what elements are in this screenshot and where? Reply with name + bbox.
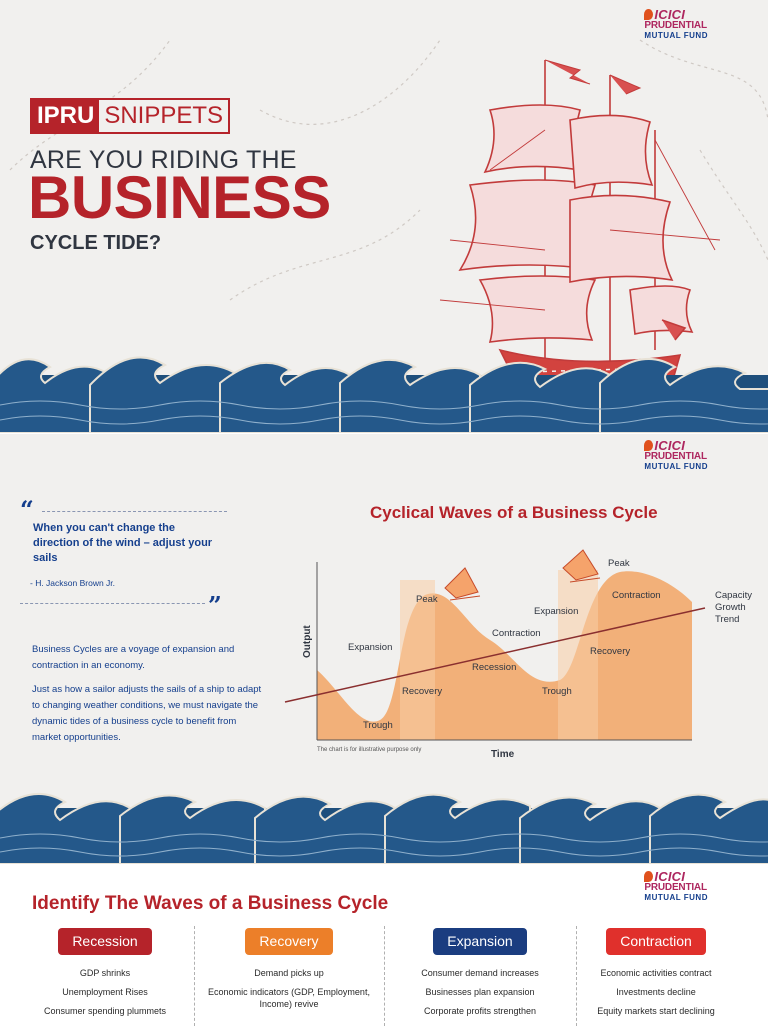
- phase-tag-expansion: Expansion: [433, 928, 527, 955]
- list-item: Unemployment Rises: [62, 987, 148, 997]
- capacity-trend-line: [284, 607, 706, 703]
- label-recovery-2: Recovery: [590, 646, 630, 657]
- brand-line3: MUTUAL FUND: [644, 462, 708, 471]
- chart-title: Cyclical Waves of a Business Cycle: [370, 503, 658, 522]
- label-contraction-1: Contraction: [492, 628, 541, 639]
- close-quote-icon: ”: [208, 591, 222, 620]
- phase-points-recession: GDP shrinks Unemployment Rises Consumer …: [15, 967, 195, 1017]
- badge-left: IPRU: [32, 100, 100, 132]
- business-cycle-chart: Expansion Peak Contraction Recession Rec…: [284, 549, 706, 760]
- quote-divider-top: [42, 511, 227, 512]
- brand-line1: ICICI: [654, 869, 686, 884]
- list-item: Consumer demand increases: [421, 968, 539, 978]
- label-contraction-2: Contraction: [612, 590, 661, 601]
- phase-card-contraction: Contraction Economic activities contract…: [566, 928, 746, 1024]
- cover-heading-line1: ARE YOU RIDING THE: [30, 146, 297, 174]
- list-item: Consumer spending plummets: [43, 1006, 167, 1016]
- phase-points-recovery: Demand picks up Economic indicators (GDP…: [199, 967, 379, 1010]
- ocean-waves-illustration: [0, 356, 768, 433]
- phase-tag-contraction: Contraction: [606, 928, 706, 955]
- sailing-ship-illustration: [439, 59, 721, 396]
- column-divider: [194, 926, 195, 1026]
- list-item: Equity markets start declining: [597, 1006, 715, 1016]
- brand-line2: PRUDENTIAL: [644, 20, 707, 31]
- label-trough-1: Trough: [363, 720, 393, 731]
- list-item: Economic indicators (GDP, Employment, In…: [208, 987, 370, 1009]
- brand-line2: PRUDENTIAL: [644, 882, 707, 893]
- list-item: Businesses plan expansion: [425, 987, 535, 997]
- small-ship-icon: [444, 567, 481, 601]
- peak-band: [400, 580, 435, 740]
- icici-mark-icon: [644, 440, 654, 451]
- phase-tag-recession: Recession: [58, 928, 152, 955]
- brand-line2: PRUDENTIAL: [644, 451, 707, 462]
- column-divider: [384, 926, 385, 1026]
- list-item: Economic activities contract: [600, 968, 712, 978]
- brand-logo: ICICI PRUDENTIAL MUTUAL FUND: [644, 8, 708, 40]
- open-quote-icon: “: [20, 495, 34, 524]
- brand-logo: ICICI PRUDENTIAL MUTUAL FUND: [644, 439, 708, 471]
- brand-line3: MUTUAL FUND: [644, 893, 708, 902]
- quote-author: - H. Jackson Brown Jr.: [30, 578, 116, 588]
- trend-label: Capacity Growth Trend: [715, 590, 752, 625]
- brand-line1: ICICI: [654, 438, 686, 453]
- icici-mark-icon: [644, 871, 654, 882]
- brand-logo: ICICI PRUDENTIAL MUTUAL FUND: [644, 870, 708, 902]
- cover-heading-main: BUSINESS: [28, 164, 331, 231]
- quote-text: When you can't change the direction of t…: [33, 522, 213, 564]
- label-expansion-2: Expansion: [534, 606, 578, 617]
- list-item: Investments decline: [616, 987, 696, 997]
- x-axis-label: Time: [491, 749, 515, 760]
- label-expansion-1: Expansion: [348, 642, 392, 653]
- badge-right: SNIPPETS: [99, 100, 229, 132]
- waves-title: Identify The Waves of a Business Cycle: [32, 893, 389, 914]
- phase-tag-recovery: Recovery: [245, 928, 333, 955]
- small-ship-icon: [562, 549, 601, 583]
- trough-band: [558, 570, 598, 740]
- phase-card-recovery: Recovery Demand picks up Economic indica…: [199, 928, 379, 1017]
- cover-panel: ICICI PRUDENTIAL MUTUAL FUND IPRU SNIPPE…: [0, 0, 768, 433]
- label-peak-1: Peak: [416, 594, 438, 605]
- phase-card-expansion: Expansion Consumer demand increases Busi…: [390, 928, 570, 1024]
- quote-divider-bottom: [20, 603, 205, 604]
- brand-line1: ICICI: [654, 7, 686, 22]
- phase-points-expansion: Consumer demand increases Businesses pla…: [390, 967, 570, 1017]
- ipru-snippets-badge: IPRU SNIPPETS: [30, 98, 231, 134]
- brand-line3: MUTUAL FUND: [644, 31, 708, 40]
- ocean-waves-illustration: [0, 793, 768, 864]
- description-para-1: Business Cycles are a voyage of expansio…: [32, 644, 235, 671]
- list-item: GDP shrinks: [79, 968, 131, 978]
- list-item: Demand picks up: [254, 968, 324, 978]
- list-item: Corporate profits strengthen: [423, 1006, 537, 1016]
- phase-card-recession: Recession GDP shrinks Unemployment Rises…: [15, 928, 195, 1024]
- label-recession: Recession: [472, 662, 516, 673]
- label-trough-2: Trough: [542, 686, 572, 697]
- icici-mark-icon: [644, 9, 654, 20]
- label-recovery-1: Recovery: [402, 686, 442, 697]
- description-para-2: Just as how a sailor adjusts the sails o…: [32, 684, 262, 743]
- y-axis-label: Output: [302, 625, 313, 658]
- label-peak-2: Peak: [608, 558, 630, 569]
- chart-footnote: The chart is for illustrative purpose on…: [317, 747, 421, 753]
- column-divider: [576, 926, 577, 1026]
- phase-points-contraction: Economic activities contract Investments…: [566, 967, 746, 1017]
- cover-heading-line3: CYCLE TIDE?: [30, 232, 162, 254]
